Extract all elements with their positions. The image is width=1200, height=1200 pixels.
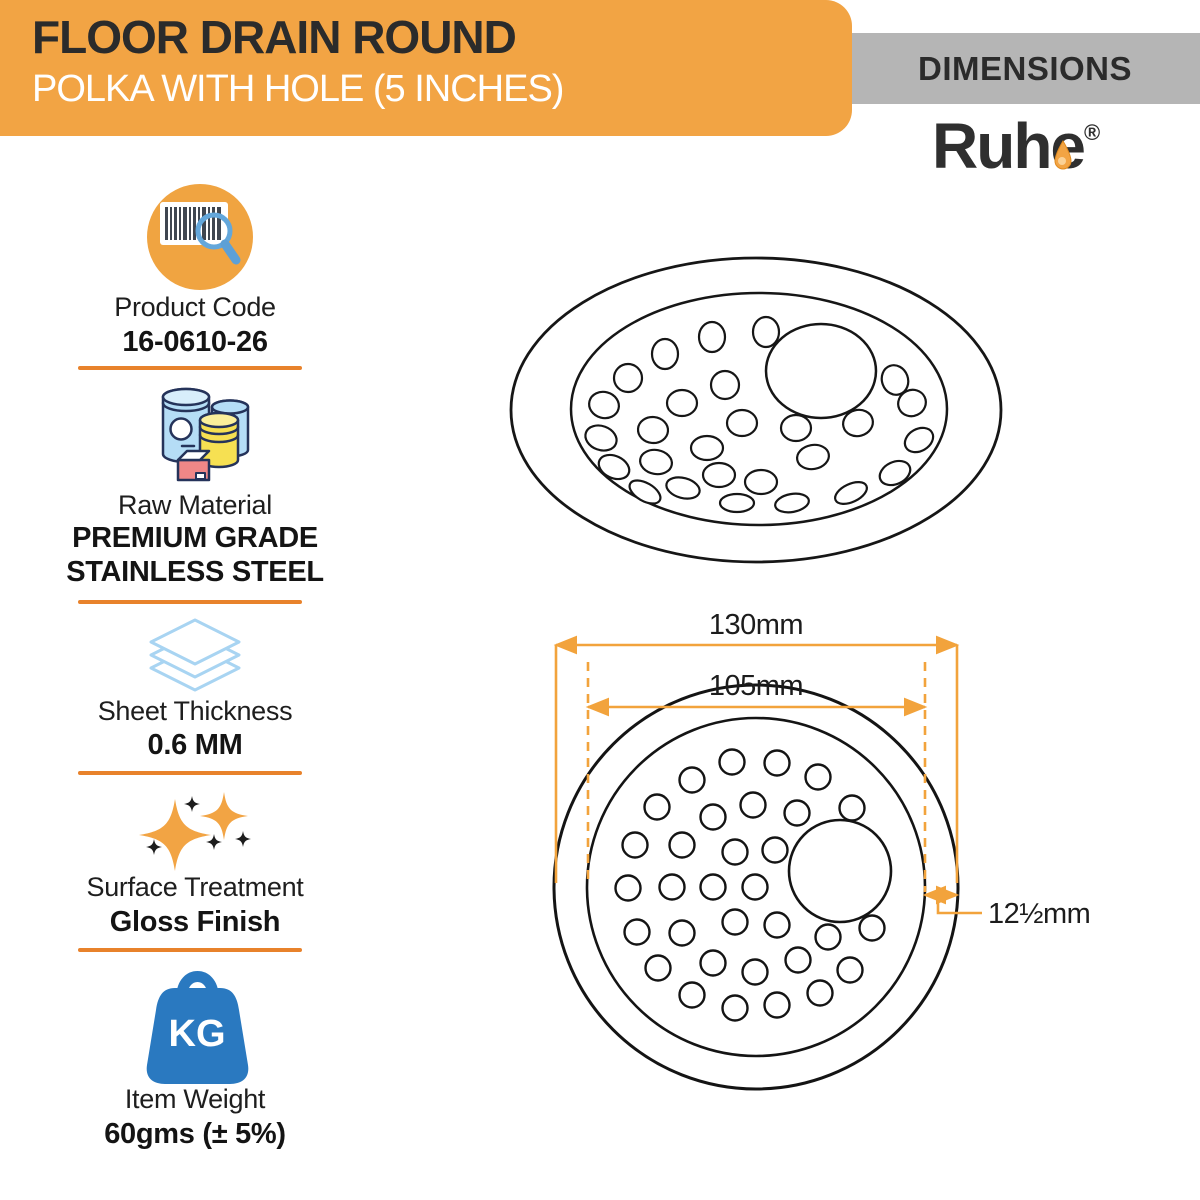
- top-diameter-label: 105mm: [709, 670, 803, 702]
- leader-line: [936, 898, 982, 915]
- spec-value-item-weight: 60gms (± 5%): [104, 1118, 286, 1150]
- spec-label-surface-treatment: Surface Treatment: [86, 872, 304, 902]
- spec-value-raw-material-2: STAINLESS STEEL: [66, 556, 324, 588]
- raw-material-cans-icon: [150, 383, 255, 488]
- divider: [78, 771, 302, 775]
- dimension-lines: [553, 635, 982, 915]
- divider: [78, 948, 302, 952]
- kg-badge: KG: [169, 1013, 226, 1055]
- spec-value-product-code: 16-0610-26: [122, 326, 268, 358]
- spec-value-raw-material-1: PREMIUM GRADE: [72, 522, 318, 554]
- polka-holes: [614, 748, 886, 1022]
- stacked-sheets-icon: [147, 618, 243, 701]
- spec-label-sheet-thickness: Sheet Thickness: [97, 696, 293, 726]
- polka-holes: [584, 315, 935, 514]
- spec-value-surface-treatment: Gloss Finish: [109, 906, 281, 938]
- registered-mark: ®: [1084, 120, 1101, 145]
- drain-big-hole: [764, 322, 878, 420]
- droplet-icon: [1054, 140, 1072, 170]
- divider: [78, 366, 302, 370]
- barcode-magnifier-icon: [147, 184, 253, 295]
- title-banner: FLOOR DRAIN ROUND POLKA WITH HOLE (5 INC…: [0, 0, 852, 136]
- brand-logo: Ruhe®: [932, 104, 1172, 188]
- outer-diameter-label: 130mm: [709, 609, 803, 641]
- rim-width-label: 12½mm: [988, 898, 1090, 930]
- divider: [78, 600, 302, 604]
- spec-label-raw-material: Raw Material: [118, 490, 272, 520]
- drain-big-hole: [787, 818, 893, 924]
- spec-label-product-code: Product Code: [114, 292, 276, 322]
- dimensions-banner: DIMENSIONS: [850, 33, 1200, 104]
- dimensions-label: DIMENSIONS: [917, 49, 1133, 87]
- spec-value-sheet-thickness: 0.6 MM: [147, 729, 243, 761]
- spec-label-item-weight: Item Weight: [124, 1084, 266, 1114]
- perspective-view-drawing: [509, 256, 1003, 564]
- page-subtitle: POLKA WITH HOLE (5 INCHES): [32, 68, 564, 110]
- kg-weight-icon: KG: [142, 962, 252, 1093]
- page-title: FLOOR DRAIN ROUND: [32, 11, 517, 63]
- sparkles-icon: [135, 788, 255, 881]
- top-view-drawing: 130mm 105mm 12½mm: [552, 609, 1091, 1091]
